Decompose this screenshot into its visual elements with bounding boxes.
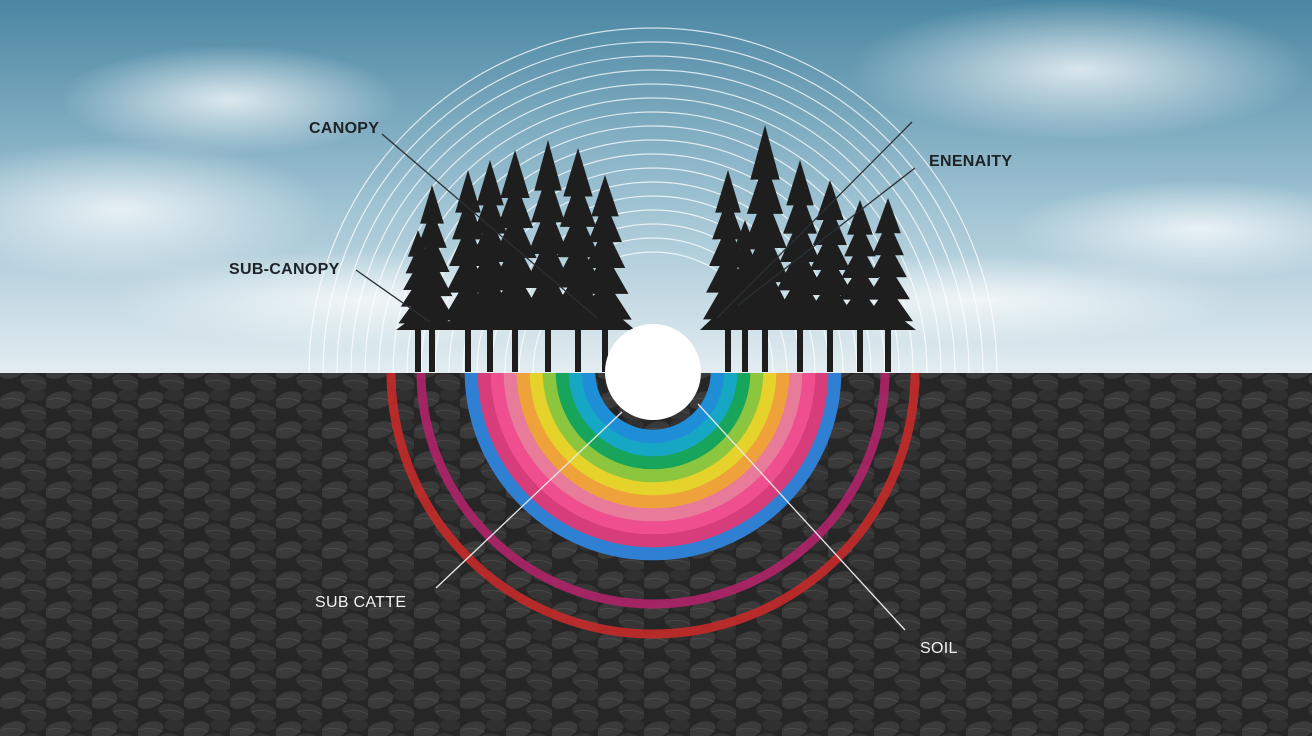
enenaity-leader-2 bbox=[737, 167, 916, 306]
soil-ring bbox=[581, 373, 725, 444]
outer-soil-ring bbox=[386, 373, 920, 639]
conifer-tree bbox=[575, 175, 635, 372]
sub-catte-label: SUB CATTE bbox=[315, 594, 407, 611]
halo-ring bbox=[378, 97, 928, 373]
soil-leader bbox=[697, 403, 906, 631]
halo-ring bbox=[350, 69, 956, 373]
conifer-tree bbox=[860, 198, 916, 372]
halo-ring bbox=[322, 41, 984, 373]
sub-canopy-label: SUB-CANOPY bbox=[229, 261, 340, 278]
soil-ring bbox=[516, 373, 790, 509]
soil-ring bbox=[503, 373, 803, 522]
halo-ring bbox=[392, 111, 914, 373]
sub-catte-leader bbox=[435, 411, 623, 589]
halo-ring bbox=[364, 83, 942, 373]
soil-ring bbox=[568, 373, 738, 457]
enenaity-label: ENENAITY bbox=[929, 153, 1013, 170]
soil-ring bbox=[542, 373, 764, 483]
soil-label: SOIL bbox=[920, 640, 958, 657]
halo-ring bbox=[336, 55, 970, 373]
tree-line bbox=[396, 125, 916, 372]
soil-ring bbox=[529, 373, 777, 496]
soil-ring bbox=[464, 373, 842, 561]
soil-ring bbox=[477, 373, 829, 548]
canopy-leader bbox=[381, 133, 598, 319]
sub-canopy-leader bbox=[355, 269, 431, 323]
conifer-tree bbox=[518, 140, 578, 372]
conifer-tree bbox=[396, 230, 440, 372]
halo-ring bbox=[406, 125, 900, 373]
soil-rings bbox=[386, 373, 920, 639]
halo-ring bbox=[308, 27, 998, 373]
soil-ring bbox=[490, 373, 816, 535]
halo-ring bbox=[462, 181, 844, 373]
soil-ring bbox=[555, 373, 751, 470]
outer-soil-ring bbox=[416, 373, 890, 609]
canopy-label: CANOPY bbox=[309, 120, 380, 137]
leader-lines bbox=[355, 121, 916, 631]
halo-ring bbox=[532, 251, 774, 373]
sun-disc bbox=[605, 324, 701, 420]
enenaity-leader-1 bbox=[716, 121, 913, 319]
halo-ring bbox=[518, 237, 788, 373]
